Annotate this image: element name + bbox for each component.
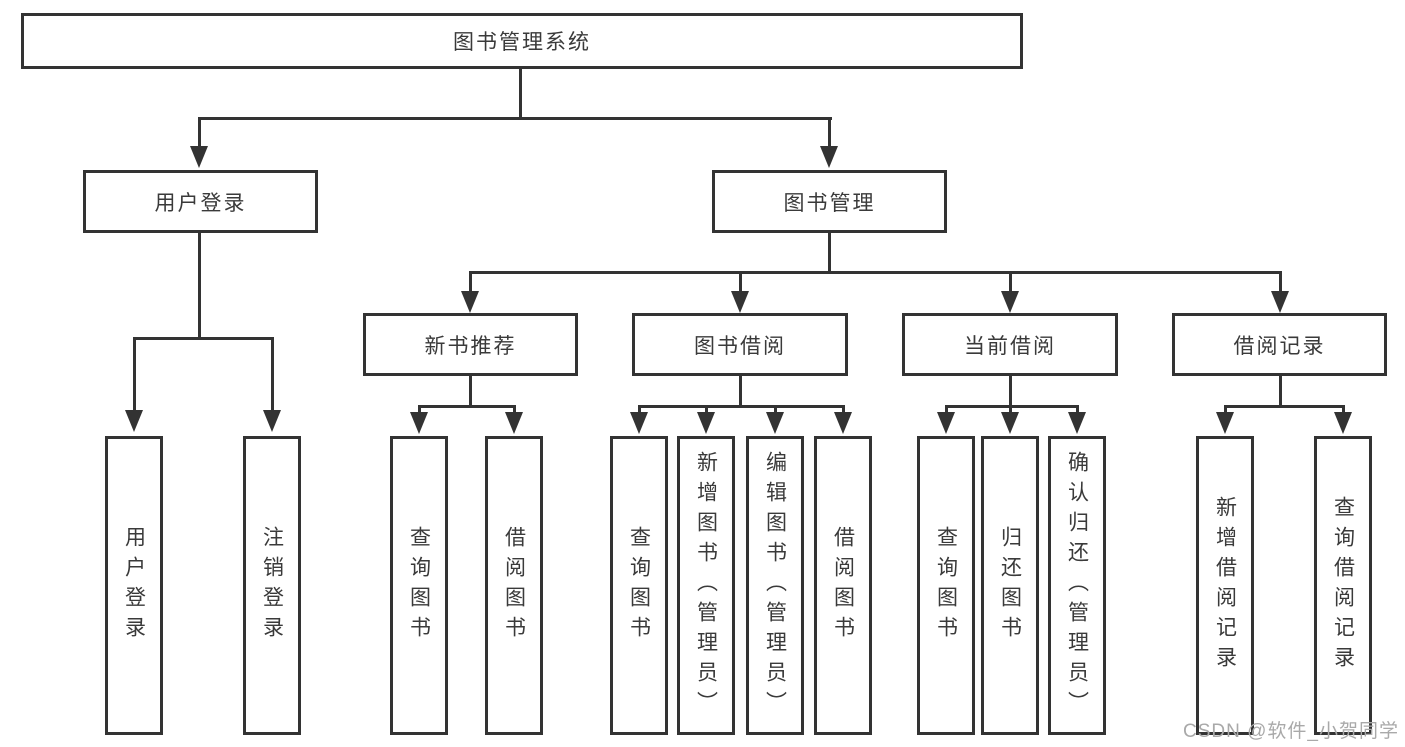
connector-line: [519, 69, 522, 118]
leaf-borrow-books-borrowing: 借阅图书: [814, 436, 872, 735]
connector-line: [133, 337, 274, 340]
connector-line: [418, 405, 421, 414]
leaf-confirm-return-admin: 确认归还（管理员）: [1048, 436, 1106, 735]
connector-line: [271, 337, 274, 411]
leaf-return-books: 归还图书: [981, 436, 1039, 735]
arrowhead-down-icon: [1001, 291, 1019, 313]
connector-line: [1279, 376, 1282, 408]
connector-line: [945, 405, 948, 414]
connector-line: [1009, 271, 1012, 293]
connector-line: [774, 405, 777, 414]
leaf-label: 注销登录: [260, 525, 284, 646]
leaf-label: 编辑图书（管理员）: [763, 450, 787, 721]
connector-line: [1279, 271, 1282, 293]
connector-line: [705, 405, 708, 414]
connector-line: [198, 233, 201, 338]
leaf-edit-books-admin: 编辑图书（管理员）: [746, 436, 804, 735]
leaf-query-books-borrowing: 查询图书: [610, 436, 668, 735]
connector-line: [739, 376, 742, 408]
connector-line: [198, 117, 832, 120]
node-user-login: 用户登录: [83, 170, 318, 233]
leaf-query-borrow-record: 查询借阅记录: [1314, 436, 1372, 735]
connector-line: [418, 405, 516, 408]
node-new-book-recommendation: 新书推荐: [363, 313, 578, 376]
arrowhead-down-icon: [1271, 291, 1289, 313]
leaf-label: 查询图书: [407, 525, 431, 646]
arrowhead-down-icon: [1216, 412, 1234, 434]
node-borrowing-records: 借阅记录: [1172, 313, 1387, 376]
arrowhead-down-icon: [1001, 412, 1019, 434]
arrowhead-down-icon: [1068, 412, 1086, 434]
connector-line: [133, 337, 136, 411]
connector-line: [1224, 405, 1227, 414]
leaf-logout: 注销登录: [243, 436, 301, 735]
leaf-label: 新增图书（管理员）: [694, 450, 718, 721]
connector-line: [638, 405, 641, 414]
leaf-query-books-recommend: 查询图书: [390, 436, 448, 735]
arrowhead-down-icon: [505, 412, 523, 434]
leaf-label: 查询图书: [934, 525, 958, 646]
arrowhead-down-icon: [937, 412, 955, 434]
leaf-borrow-books-recommend: 借阅图书: [485, 436, 543, 735]
leaf-add-borrow-record: 新增借阅记录: [1196, 436, 1254, 735]
connector-line: [469, 271, 472, 293]
node-library-management-system: 图书管理系统: [21, 13, 1023, 69]
node-book-management: 图书管理: [712, 170, 947, 233]
connector-line: [828, 233, 831, 274]
csdn-watermark: CSDN @软件_小贺同学: [1183, 721, 1399, 742]
arrowhead-down-icon: [1334, 412, 1352, 434]
connector-line: [1009, 405, 1012, 414]
leaf-query-books-current: 查询图书: [917, 436, 975, 735]
arrowhead-down-icon: [263, 410, 281, 432]
arrowhead-down-icon: [731, 291, 749, 313]
arrowhead-down-icon: [125, 410, 143, 432]
arrowhead-down-icon: [190, 146, 208, 168]
node-book-borrowing: 图书借阅: [632, 313, 848, 376]
connector-line: [1076, 405, 1079, 414]
arrowhead-down-icon: [834, 412, 852, 434]
connector-line: [198, 117, 201, 148]
arrowhead-down-icon: [630, 412, 648, 434]
leaf-label: 用户登录: [122, 525, 146, 646]
arrowhead-down-icon: [766, 412, 784, 434]
leaf-user-login: 用户登录: [105, 436, 163, 735]
arrowhead-down-icon: [461, 291, 479, 313]
leaf-label: 归还图书: [998, 525, 1022, 646]
arrowhead-down-icon: [410, 412, 428, 434]
connector-line: [1009, 376, 1012, 408]
leaf-label: 借阅图书: [831, 525, 855, 646]
connector-line: [1342, 405, 1345, 414]
connector-line: [945, 405, 1079, 408]
connector-line: [828, 117, 831, 148]
leaf-label: 查询借阅记录: [1331, 495, 1355, 676]
arrowhead-down-icon: [697, 412, 715, 434]
connector-line: [513, 405, 516, 414]
leaf-label: 查询图书: [627, 525, 651, 646]
connector-line: [739, 271, 742, 293]
connector-line: [1224, 405, 1345, 408]
leaf-add-books-admin: 新增图书（管理员）: [677, 436, 735, 735]
leaf-label: 确认归还（管理员）: [1065, 450, 1089, 721]
arrowhead-down-icon: [820, 146, 838, 168]
connector-line: [469, 271, 1282, 274]
node-current-borrowing: 当前借阅: [902, 313, 1118, 376]
connector-line: [638, 405, 845, 408]
connector-line: [842, 405, 845, 414]
leaf-label: 借阅图书: [502, 525, 526, 646]
leaf-label: 新增借阅记录: [1213, 495, 1237, 676]
connector-line: [469, 376, 472, 408]
